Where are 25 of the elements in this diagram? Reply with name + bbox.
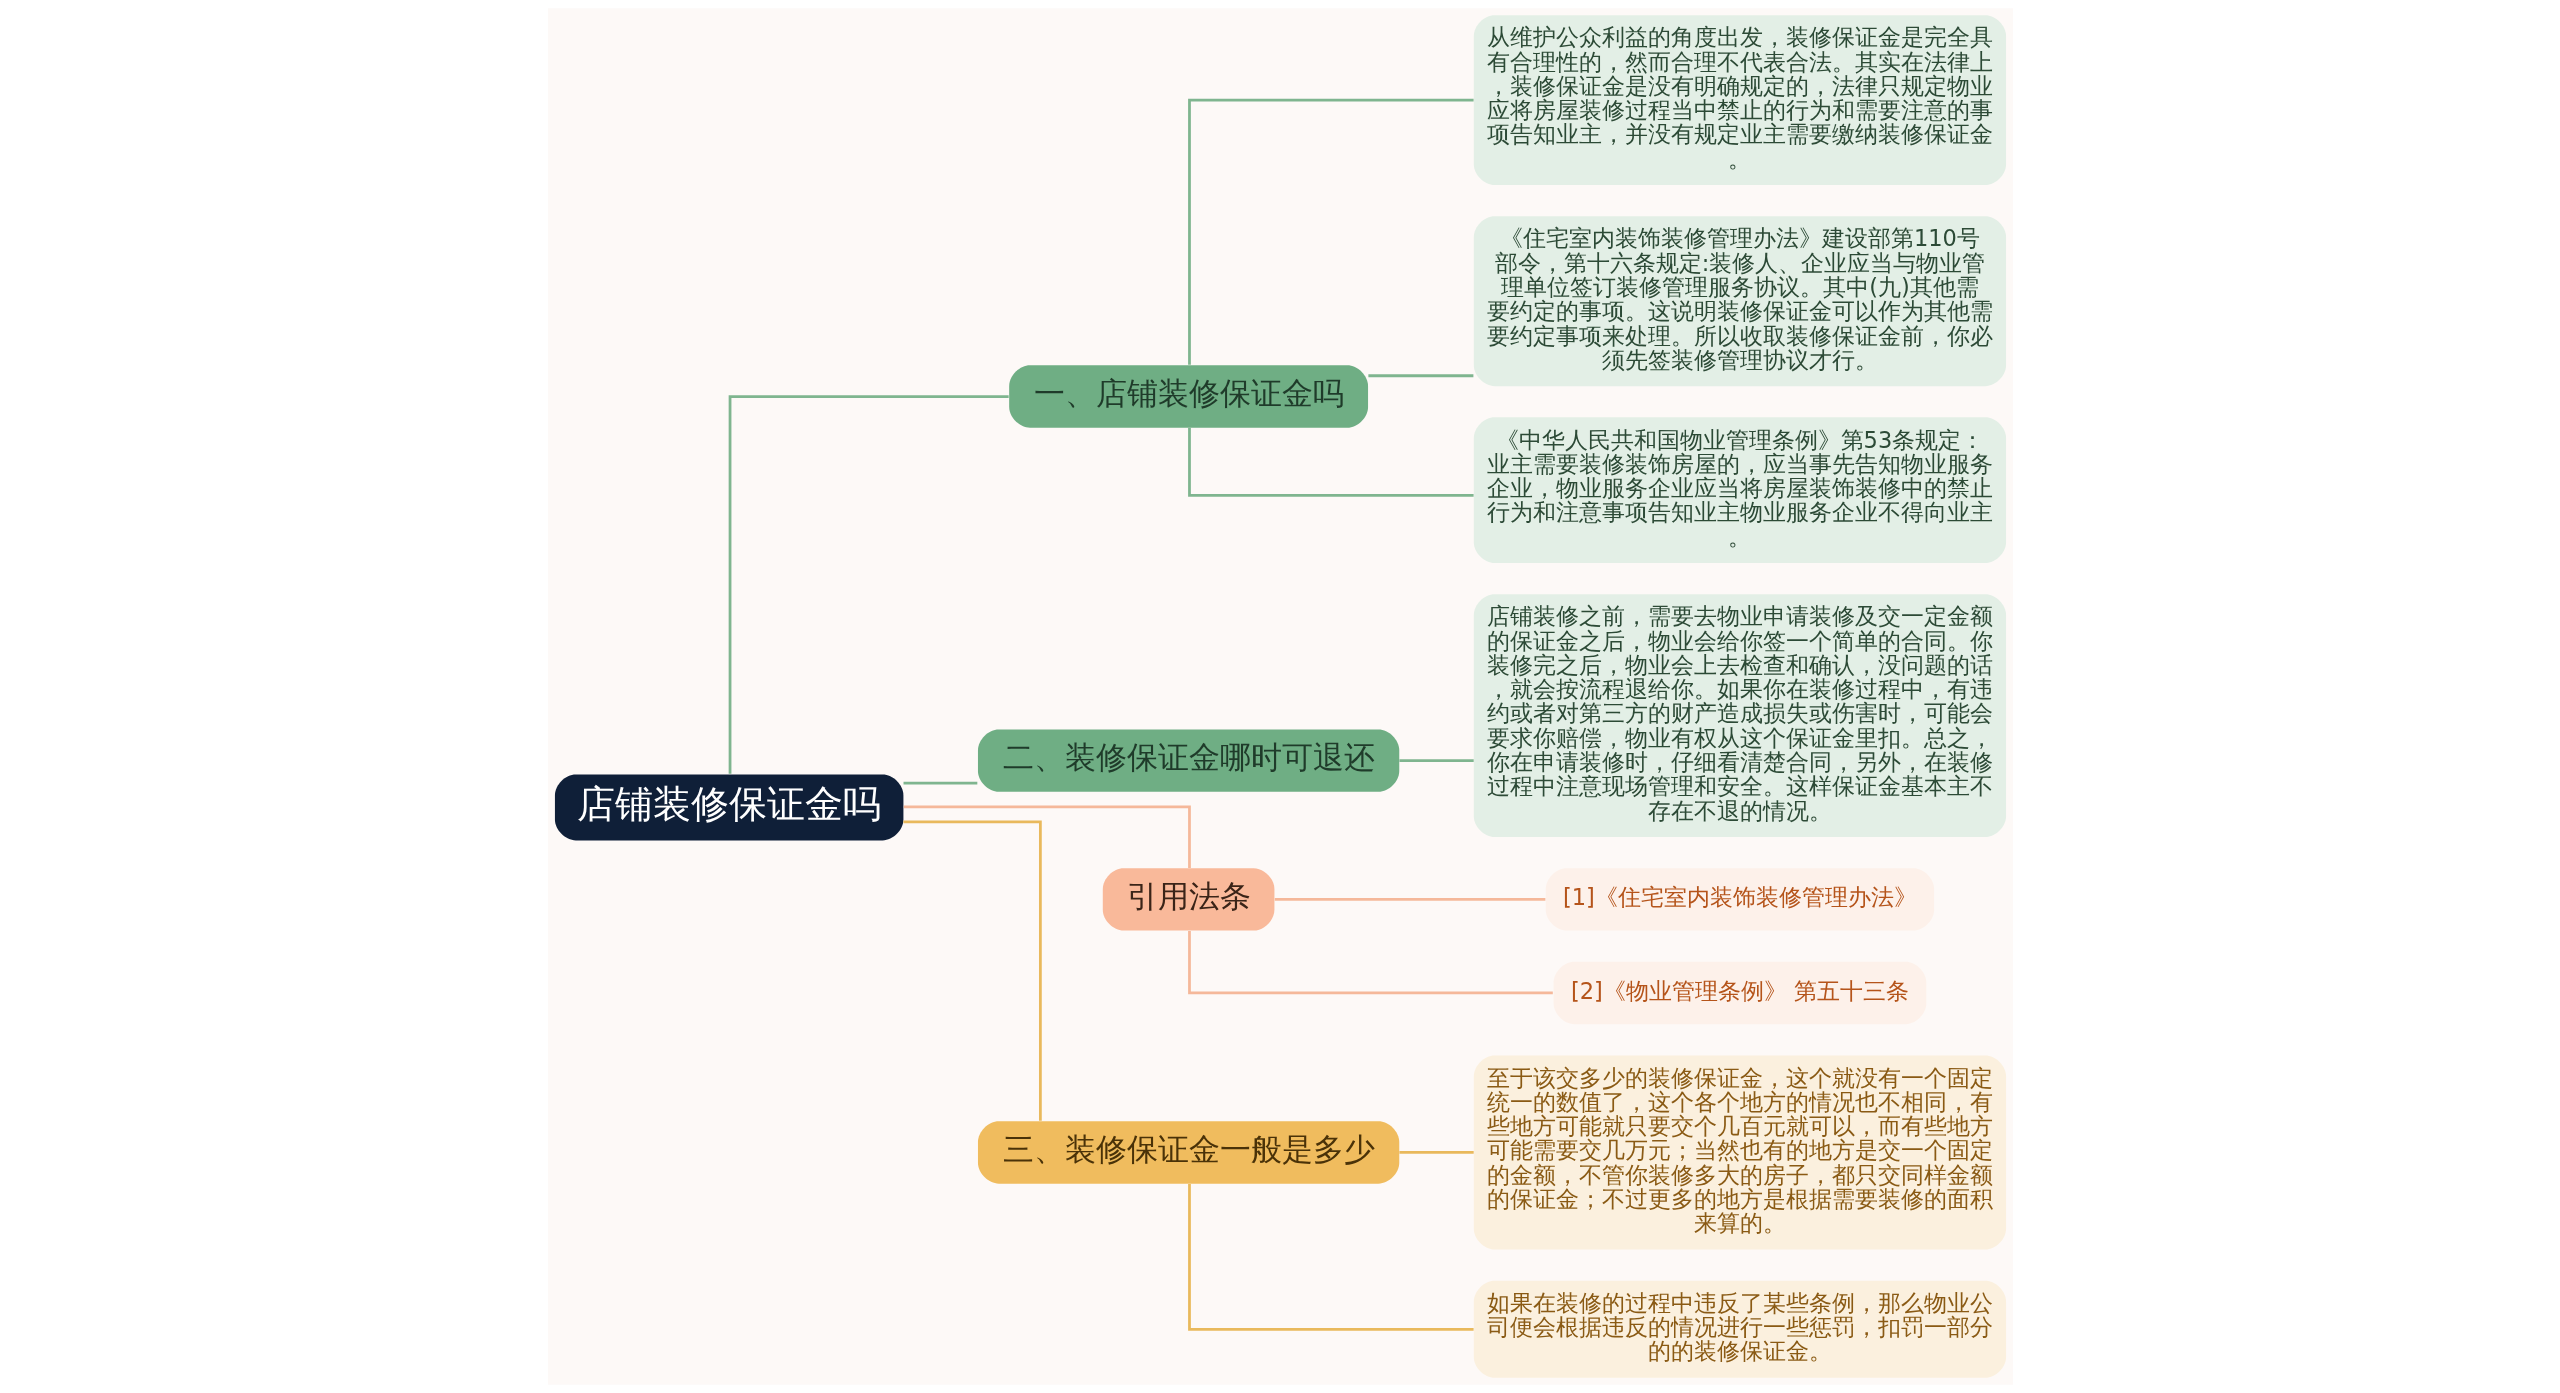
connector <box>902 820 1042 1121</box>
node-box: 从维护公众利益的角度出发，装修保证金是完全具有合理性的，然而合理不代表合法。其实在法律上，装修保证金是没有明确规定的，法律只规定物业应将房屋装修过程当中禁止的行为和需要注意的事项告知业主，并没有规定业主需要缴纳装修保证金。 <box>1473 15 2006 186</box>
connector <box>1187 98 1474 365</box>
node-box: 店铺装修之前，需要去物业申请装修及交一定金额的保证金之后，物业会给你签一个简单的合同。你装修完之后，物业会上去检查和确认，没问题的话，就会按流程退给你。如果你在装修过程中，有违约或者对第三方的财产造成损失或伤害时，可能会要求你赔偿，物业有权从这个保证金里扣。总之，你在申请装修时，仔细看清楚合同，另外，在装修过程中注意现场管理和安全。这样保证金基本主不存在不退的情况。 <box>1473 594 2006 837</box>
connector <box>1187 427 1474 497</box>
connector <box>1398 759 1474 763</box>
node-box: 引用法条 <box>1102 868 1274 931</box>
node-box: [1]《住宅室内装饰装修管理办法》 <box>1545 868 1934 931</box>
connector <box>1367 374 1473 378</box>
connector <box>1187 931 1553 995</box>
node-box: 至于该交多少的装修保证金，这个就没有一个固定统一的数值了，这个各个地方的情况也不相同，有些地方可能就只要交个几百元就可以，而有些地方可能需要交几万元；当然也有的地方是交一个固定的金额，不管你装修多大的房子，都只交同样金额的保证金；不过更多的地方是根据需要装修的面积来算的。 <box>1473 1055 2006 1250</box>
node-box: [2]《物业管理条例》 第五十三条 <box>1553 961 1926 1025</box>
node-box: 如果在装修的过程中违反了某些条例，那么物业公司便会根据违反的情况进行一些惩罚，扣罚一部分的的装修保证金。 <box>1473 1280 2006 1378</box>
node-box: 《住宅室内装饰装修管理办法》建设部第110号部令，第十六条规定:装修人、企业应当与物业管理单位签订装修管理服务协议。其中(九)其他需要约定的事项。这说明装修保证金可以作为其他需要约定事项来处理。所以收取装修保证金前，你必须先签装修管理协议才行。 <box>1473 216 2006 387</box>
node-box: 一、店铺装修保证金吗 <box>1008 365 1368 428</box>
node-box: 三、装修保证金一般是多少 <box>977 1121 1399 1184</box>
connector <box>1187 1184 1474 1331</box>
connector <box>1398 1151 1474 1154</box>
connector <box>1274 897 1545 901</box>
node-box: 《中华人民共和国物业管理条例》第53条规定：业主需要装修装饰房屋的，应当事先告知物业服务企业，物业服务企业应当将房屋装饰装修中的禁止行为和注意事项告知业主物业服务企业不得向业主。 <box>1473 417 2006 563</box>
node-box: 店铺装修保证金吗 <box>554 774 903 841</box>
connector <box>903 805 1191 869</box>
node-box: 二、装修保证金哪时可退还 <box>977 729 1399 792</box>
connector <box>728 395 1009 774</box>
connector <box>903 781 977 785</box>
